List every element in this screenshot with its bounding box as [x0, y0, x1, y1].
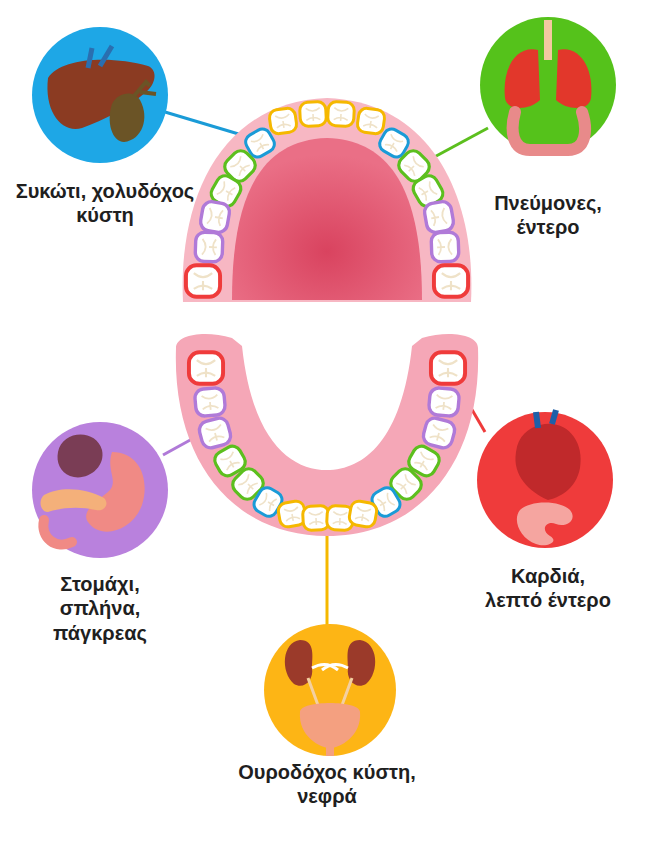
organ-label: Πνεύμονες, έντερο — [478, 191, 618, 240]
organ-label: Ουροδόχος κύστη, νεφρά — [227, 760, 427, 809]
organ-circle: Ουροδόχος κύστη, νεφρά — [264, 624, 396, 756]
heart-intestine-icon — [477, 410, 613, 548]
stomach-spleen-pancreas-icon — [32, 422, 168, 558]
organ-circle: Στομάχι, σπλήνα, πάγκρεας — [32, 422, 168, 558]
liver-icon — [32, 27, 168, 163]
kidney-bladder-icon — [264, 624, 396, 756]
organ-circle: Πνεύμονες, έντερο — [480, 17, 616, 153]
palate — [232, 138, 422, 300]
lungs-intestine-icon — [480, 17, 616, 153]
organ-circle: Συκώτι, χολυδόχος κύστη — [32, 27, 168, 163]
organ-label: Στομάχι, σπλήνα, πάγκρεας — [45, 572, 155, 645]
upper-gum — [183, 98, 472, 302]
organ-label: Συκώτι, χολυδόχος κύστη — [10, 179, 200, 228]
leader-line — [326, 528, 329, 628]
organ-circle: Καρδιά, λεπτό έντερο — [477, 412, 613, 548]
organ-label: Καρδιά, λεπτό έντερο — [481, 564, 616, 613]
lower-gum — [176, 334, 478, 536]
lower-teeth — [189, 352, 465, 530]
upper-teeth — [186, 101, 468, 296]
